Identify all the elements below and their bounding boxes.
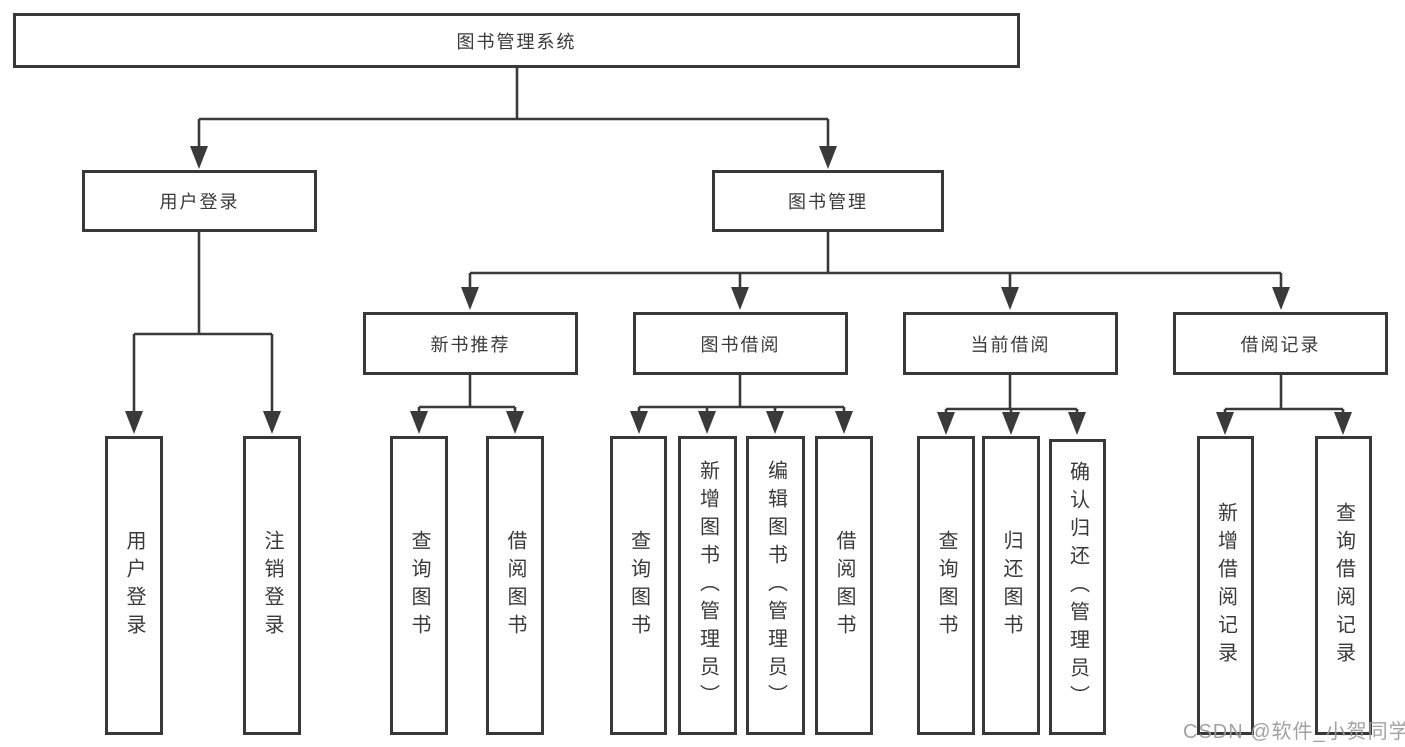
leaf-query-books-current: 查询图书 (917, 436, 975, 735)
node-book-management: 图书管理 (712, 170, 944, 232)
connector-newbook-to-leaves (410, 375, 524, 434)
leaf-query-books-borrowing: 查询图书 (610, 436, 667, 735)
csdn-watermark: CSDN @软件_小贺同学 (1183, 721, 1405, 743)
node-current-borrowing: 当前借阅 (903, 312, 1118, 375)
node-borrowing-records: 借阅记录 (1173, 312, 1388, 375)
leaf-logout: 注销登录 (243, 436, 301, 735)
leaf-add-borrow-record: 新增借阅记录 (1197, 436, 1254, 735)
leaf-add-books-admin: 新增图书（管理员） (678, 436, 737, 735)
leaf-query-borrow-record: 查询借阅记录 (1315, 436, 1372, 735)
leaf-borrow-books-recommend: 借阅图书 (486, 436, 544, 735)
connector-bookmgmt-to-level3 (461, 232, 1290, 310)
node-book-borrowing: 图书借阅 (633, 312, 848, 375)
connector-records-to-leaves (1216, 375, 1352, 435)
leaf-query-books-recommend: 查询图书 (390, 436, 448, 735)
leaf-user-login: 用户登录 (105, 436, 163, 735)
connector-root-to-level2 (190, 68, 837, 169)
connector-current-to-leaves (937, 375, 1086, 435)
root-node-library-system: 图书管理系统 (13, 13, 1020, 68)
leaf-edit-books-admin: 编辑图书（管理员） (746, 436, 805, 735)
connector-userlogin-to-leaves (125, 232, 281, 434)
node-user-login: 用户登录 (82, 170, 317, 232)
leaf-borrow-books-borrowing: 借阅图书 (815, 436, 873, 735)
leaf-confirm-return-admin: 确认归还（管理员） (1049, 439, 1106, 735)
connector-borrow-to-leaves (630, 375, 853, 434)
node-new-book-recommend: 新书推荐 (363, 312, 578, 375)
leaf-return-books: 归还图书 (982, 436, 1040, 735)
